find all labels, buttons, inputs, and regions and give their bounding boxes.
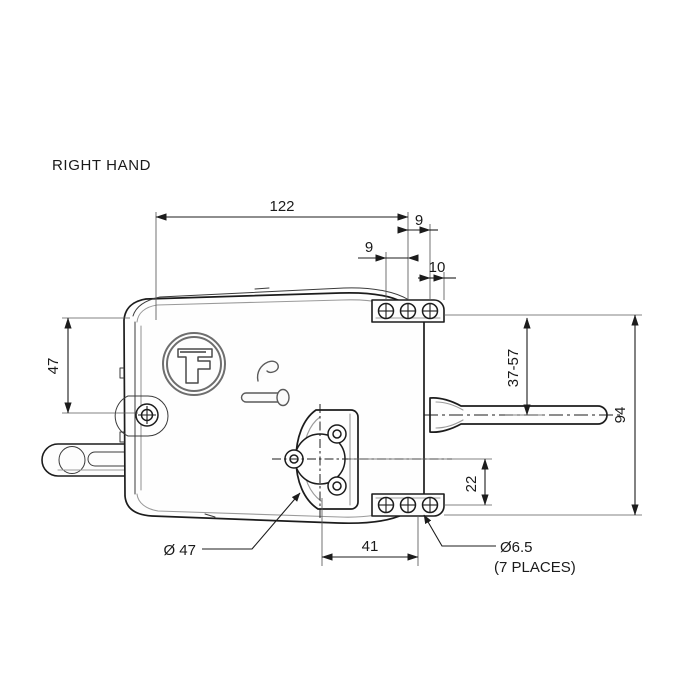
note-value-hole-dia: Ø6.5 xyxy=(500,539,533,556)
note-value-hole-count: (7 PLACES) xyxy=(494,559,576,576)
dimension-value-122: 122 xyxy=(269,198,294,215)
dimension-offset-22: 22 xyxy=(348,458,492,506)
dimension-value-41: 41 xyxy=(362,538,379,555)
dimension-height-94: 94 xyxy=(444,314,642,516)
actuator-assembly xyxy=(41,287,620,525)
dimension-spacing-41: 41 xyxy=(321,498,419,566)
upper-mounting-flange xyxy=(371,299,445,323)
dimension-value-94: 94 xyxy=(612,407,629,424)
note-bore-diameter: Ø 47 xyxy=(163,492,301,559)
brand-logo xyxy=(162,332,226,396)
dimension-offset-9-upper: 9 xyxy=(397,212,438,300)
dimension-value-10: 10 xyxy=(429,259,446,276)
left-screw-boss xyxy=(114,395,169,437)
note-value-bore: Ø 47 xyxy=(163,542,196,559)
dimension-height-47: 47 xyxy=(45,317,138,414)
note-hole-diameter: Ø6.5 (7 PLACES) xyxy=(423,514,576,576)
manual-override-lever-icon xyxy=(240,360,290,407)
dimension-value-9-upper: 9 xyxy=(415,212,423,229)
dimension-shaft-height: 37-57 xyxy=(505,317,545,416)
output-flange xyxy=(272,404,452,520)
dimension-offset-9-lower: 9 xyxy=(358,239,419,300)
dimension-value-22: 22 xyxy=(463,476,480,493)
dimension-value-37-57: 37-57 xyxy=(505,349,522,387)
page-title: RIGHT HAND xyxy=(52,157,151,174)
dimension-value-9-second: 9 xyxy=(365,239,373,256)
dimension-offset-10: 10 xyxy=(418,259,456,300)
dimension-value-47: 47 xyxy=(45,358,62,375)
lower-mounting-flange xyxy=(371,493,445,517)
